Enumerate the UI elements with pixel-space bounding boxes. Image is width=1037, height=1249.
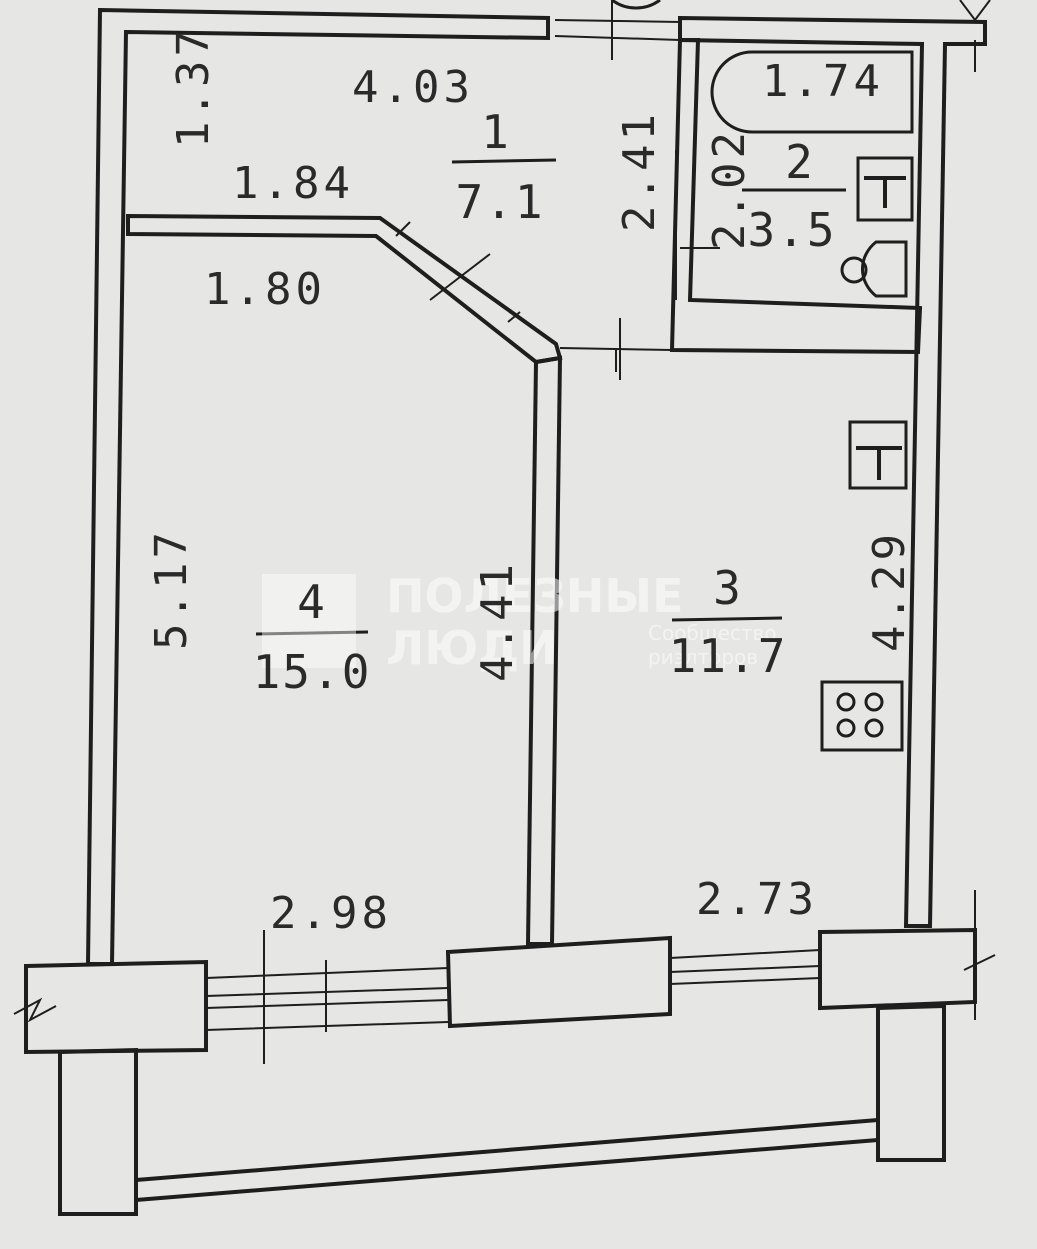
watermark-line1: ПОЛЕЗНЫЕ (386, 569, 684, 623)
watermark-line4: риэлторов (648, 645, 758, 669)
room-2-area: 3.5 (747, 203, 836, 257)
outer-wall-bottom (24, 959, 208, 1055)
watermark: ПОЛЕЗНЫЕ ЛЮДИ Сообщество риэлторов (262, 569, 777, 675)
room-3-number: 3 (713, 561, 743, 615)
balcony-rail (135, 1118, 879, 1202)
watermark-logo (262, 574, 356, 668)
room-3-area: 11.7 (669, 629, 788, 683)
toilet-icon (861, 240, 908, 298)
room-1-number: 1 (481, 105, 511, 159)
balcony-right (876, 1003, 946, 1162)
window-kitchen (669, 949, 821, 985)
dim-room4-inner: 4.41 (472, 560, 523, 682)
wall-pier-middle (445, 935, 672, 1029)
dim-hall-inner: 1.84 (232, 158, 354, 209)
dim-bath-tub: 1.74 (762, 56, 884, 107)
dim-room4-top: 1.80 (204, 264, 326, 315)
kitchen-sink-icon (848, 420, 908, 490)
partition-hall-room4 (126, 213, 563, 365)
room-4-area: 15.0 (253, 645, 372, 699)
dim-bath-depth: 2.02 (704, 128, 755, 250)
room-2-number: 2 (785, 135, 815, 189)
break-marks (13, 0, 996, 1023)
watermark-line3: Сообщество (648, 621, 777, 645)
entry-door-arc (611, 0, 661, 10)
dim-room4-width: 2.98 (270, 888, 392, 939)
dim-hall-height: 1.37 (168, 26, 219, 148)
sink-icon (856, 156, 914, 222)
dim-hall-width: 4.03 (352, 62, 474, 113)
dim-kitchen-height: 4.29 (864, 530, 915, 652)
balcony-left (58, 1047, 138, 1216)
dim-room4-height: 5.17 (146, 528, 197, 650)
wall-pier-right (818, 927, 977, 1011)
dim-kitchen-width: 2.73 (696, 874, 818, 925)
room-1-area: 7.1 (455, 175, 544, 229)
stove-icon (820, 680, 904, 752)
outer-wall-left (85, 7, 550, 966)
door-marks (395, 0, 720, 380)
outer-wall-top-right (678, 15, 987, 928)
dim-hall-depth: 2.41 (614, 110, 665, 232)
watermark-line2: ЛЮДИ (386, 621, 558, 675)
dim-ticks (263, 350, 617, 1064)
room-4-number: 4 (297, 575, 327, 629)
bathtub-icon (710, 50, 914, 134)
